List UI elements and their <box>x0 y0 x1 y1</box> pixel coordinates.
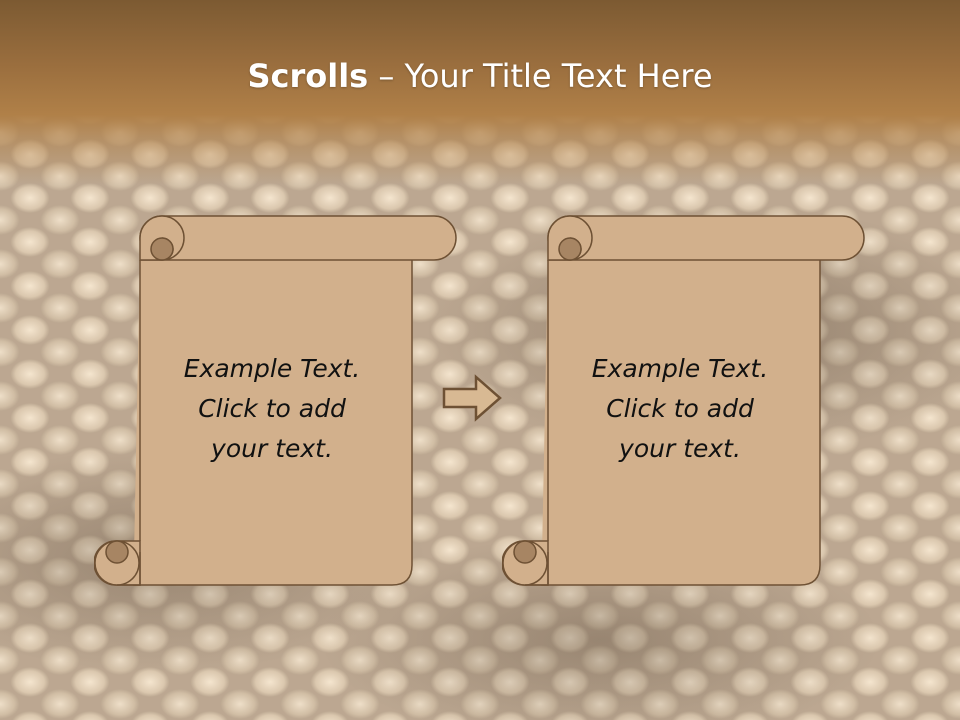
slide-title[interactable]: Scrolls – Your Title Text Here <box>0 52 960 100</box>
scroll-text[interactable]: Example Text. Click to add your text. <box>550 349 810 469</box>
scroll-text-line: Click to add <box>606 394 754 423</box>
scroll-text-line: Example Text. <box>183 354 361 383</box>
scroll-text[interactable]: Example Text. Click to add your text. <box>142 349 402 469</box>
title-dash: – <box>368 57 405 95</box>
scroll-text-line: Click to add <box>198 394 346 423</box>
scroll-shape <box>502 215 865 586</box>
scroll-left[interactable]: Example Text. Click to add your text. <box>94 215 464 587</box>
scroll-right[interactable]: Example Text. Click to add your text. <box>502 215 872 587</box>
title-band <box>0 0 960 185</box>
right-arrow-icon <box>442 374 502 422</box>
title-rest: Your Title Text Here <box>404 57 713 95</box>
scroll-text-line: Example Text. <box>591 354 769 383</box>
title-bold: Scrolls <box>247 57 369 95</box>
scroll-shape <box>94 215 457 586</box>
scroll-text-line: your text. <box>619 434 741 463</box>
scroll-text-line: your text. <box>211 434 333 463</box>
